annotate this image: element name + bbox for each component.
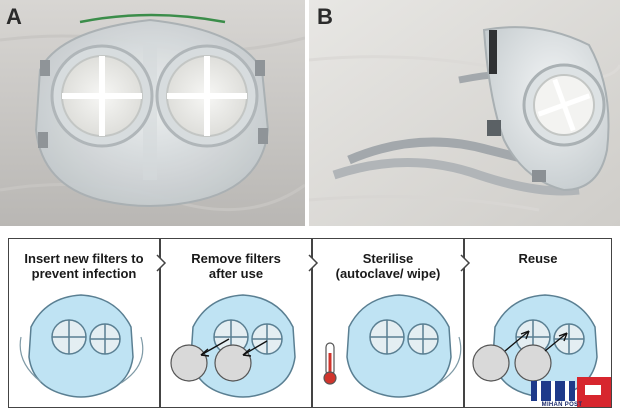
step-4-label: Reuse: [518, 251, 558, 266]
chevron-right-icon: [460, 254, 471, 272]
photo-mask-front: A: [0, 0, 305, 226]
step-3-illustration: [323, 294, 462, 398]
step-divider-2: [311, 239, 313, 407]
removed-filter-disc: [170, 344, 208, 382]
step-divider-3: [463, 239, 465, 407]
step-3-label: Sterilise (autoclave/ wipe): [313, 251, 463, 281]
thermometer-icon: [323, 342, 337, 385]
panel-label-b: B: [317, 4, 333, 29]
reuse-process-diagram: Insert new filters to prevent infection …: [8, 238, 612, 408]
step-1-illustration: [19, 294, 144, 398]
step-2-label-line-1: Remove filters: [191, 251, 281, 266]
chevron-right-icon: [156, 254, 167, 272]
step-1-label-line-2: prevent infection: [31, 266, 137, 281]
step-1-label: Insert new filters to prevent infection: [9, 251, 159, 281]
removed-filter-disc: [214, 344, 252, 382]
step-1-label-line-1: Insert new filters to: [24, 251, 144, 266]
step-reuse: Reuse: [465, 239, 611, 407]
step-3-label-line-1: Sterilise: [362, 251, 414, 266]
step-3-label-line-2: (autoclave/ wipe): [335, 266, 441, 281]
step-divider-1: [159, 239, 161, 407]
step-remove-filters: Remove filters after use: [161, 239, 311, 407]
photo-mask-side: B: [309, 0, 620, 226]
panel-label-a: A: [6, 4, 22, 29]
mask-front-image: [0, 0, 305, 226]
step-4-illustration: [472, 294, 598, 398]
step-2-label: Remove filters after use: [161, 251, 311, 281]
mask-side-image: [309, 0, 620, 226]
step-insert-filters: Insert new filters to prevent infection: [9, 239, 159, 407]
step-2-label-line-2: after use: [208, 266, 264, 281]
step-sterilise: Sterilise (autoclave/ wipe): [313, 239, 463, 407]
mihan-post-caption: MIHAN POST: [541, 402, 583, 408]
mihan-post-logo: [531, 377, 611, 407]
chevron-right-icon: [308, 254, 319, 272]
step-2-illustration: [170, 294, 296, 398]
reused-filter-disc: [472, 344, 510, 382]
